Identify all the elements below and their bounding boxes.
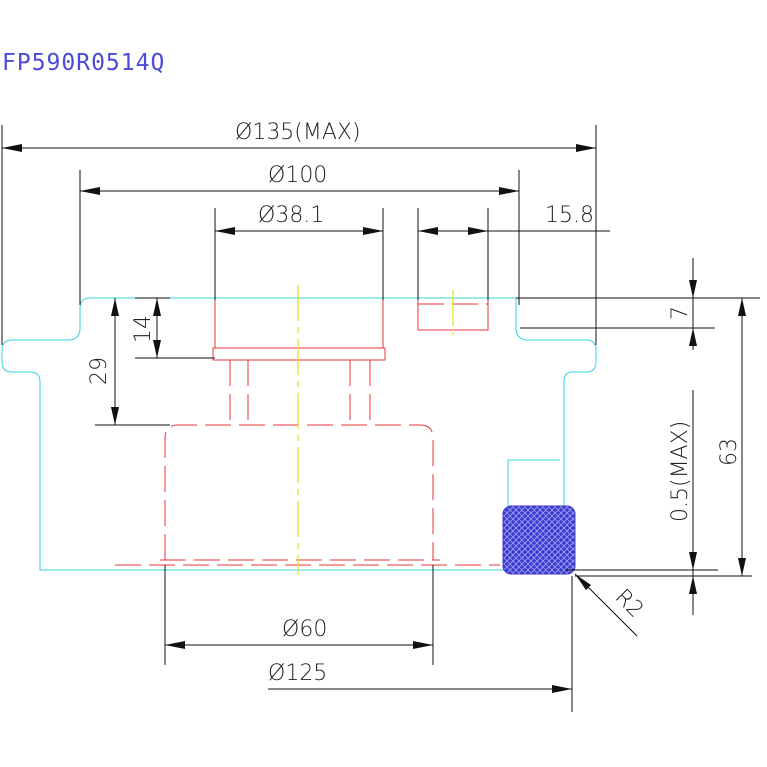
dim-depth-14: 14 [131,315,156,343]
dim-base-dia: Ø125 [268,661,327,686]
dim-height-63: 63 [717,438,742,466]
seal-ring [502,505,576,575]
dim-inner-dia: Ø60 [282,617,327,642]
dim-gap: 0.5(MAX) [668,421,693,522]
dim-radius: R2 [610,585,648,623]
dim-flange-dia: Ø100 [268,163,327,188]
part-outline [1,297,597,571]
centerlines [297,285,454,575]
dim-depth-29: 29 [87,357,112,385]
dim-outer-dia: Ø135(MAX) [235,120,361,145]
hidden-lines [115,298,500,566]
dim-height-7: 7 [668,306,693,320]
dim-bore-dia: Ø38.1 [258,203,324,228]
dim-offset: 15.8 [545,203,594,228]
dimension-labels: Ø135(MAX) Ø100 Ø38.1 15.8 14 29 7 0.5(MA… [87,120,742,686]
dimension-lines [1,125,760,712]
part-number: FP590R0514Q [2,50,166,76]
